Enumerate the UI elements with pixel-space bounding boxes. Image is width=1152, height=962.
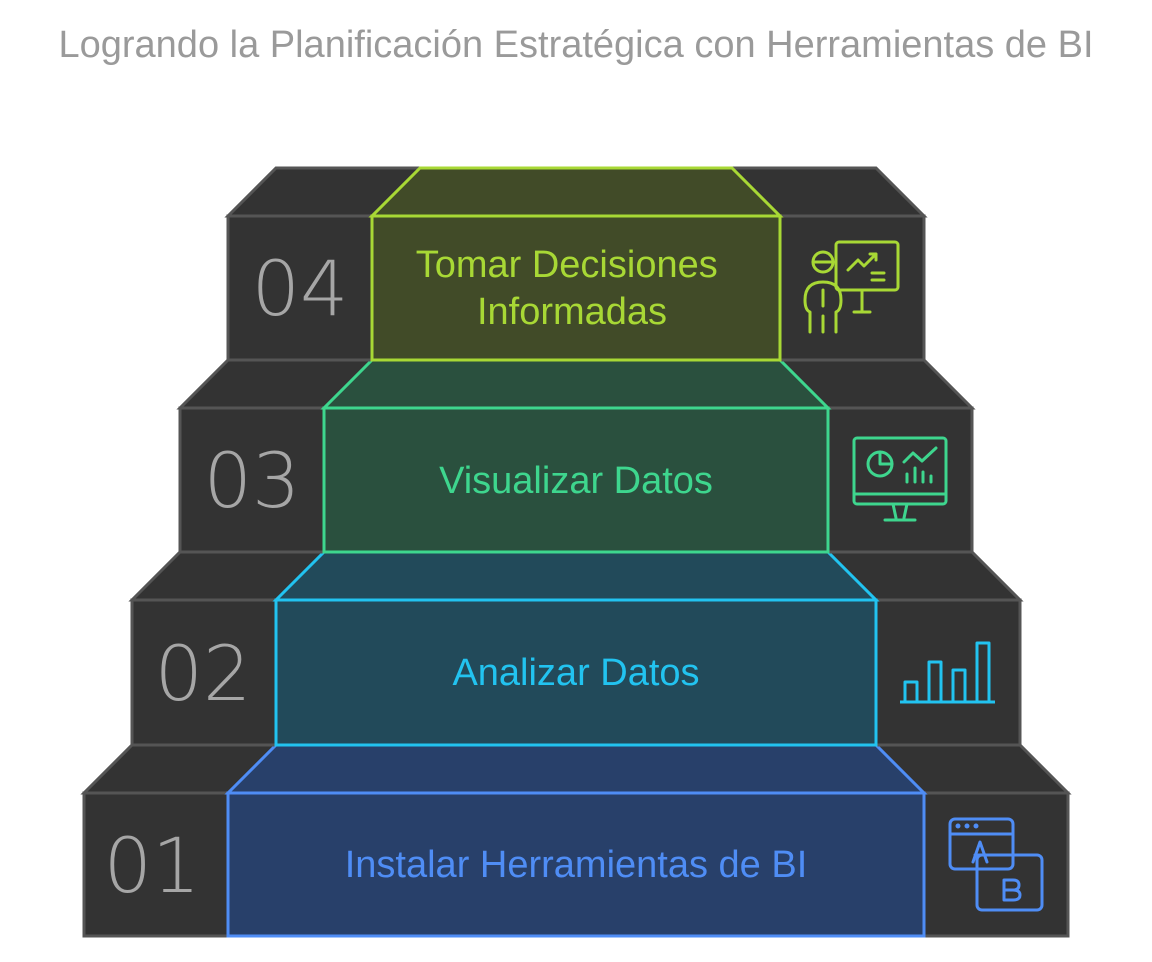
step-03-center-face	[322, 406, 830, 554]
step-03-center-top	[320, 358, 832, 410]
step-02-number: 02	[155, 629, 252, 718]
step-04-label-line-2: Informadas	[477, 291, 667, 333]
step-04-center-top	[368, 166, 784, 218]
step-01-center-face	[226, 791, 926, 938]
step-04-label: Tomar Decisiones Informadas	[416, 244, 729, 333]
step-01: 01 Instalar Herramientas de BI	[80, 743, 1072, 938]
step-04: 04 Tomar Decisiones Informadas	[224, 166, 928, 362]
step-02: 02 Analizar Datos	[128, 550, 1024, 747]
presentation-icon	[803, 240, 900, 334]
step-03: 03 Visualizar Datos	[176, 358, 976, 554]
step-01-number: 01	[104, 821, 201, 910]
step-02-center-face	[274, 598, 878, 747]
step-02-label-line-1: Analizar Datos	[452, 652, 699, 694]
bar-chart-icon	[900, 641, 995, 704]
step-02-center-top	[272, 550, 880, 602]
step-03-label-line-1: Visualizar Datos	[439, 460, 713, 502]
ab-test-icon	[948, 817, 1044, 912]
dashboard-monitor-icon	[852, 436, 948, 522]
step-04-number: 04	[252, 244, 349, 333]
step-01-label-line-1: Instalar Herramientas de BI	[345, 844, 808, 886]
step-04-center-face	[370, 214, 782, 362]
step-01-center-top	[224, 743, 928, 795]
step-03-number: 03	[204, 436, 301, 525]
step-01-label: Instalar Herramientas de BI	[345, 844, 808, 886]
step-03-label: Visualizar Datos	[439, 460, 713, 502]
step-04-label-line-1: Tomar Decisiones	[416, 244, 718, 286]
diagram-title: Logrando la Planificación Estratégica co…	[58, 24, 1094, 66]
step-02-label: Analizar Datos	[452, 652, 699, 694]
